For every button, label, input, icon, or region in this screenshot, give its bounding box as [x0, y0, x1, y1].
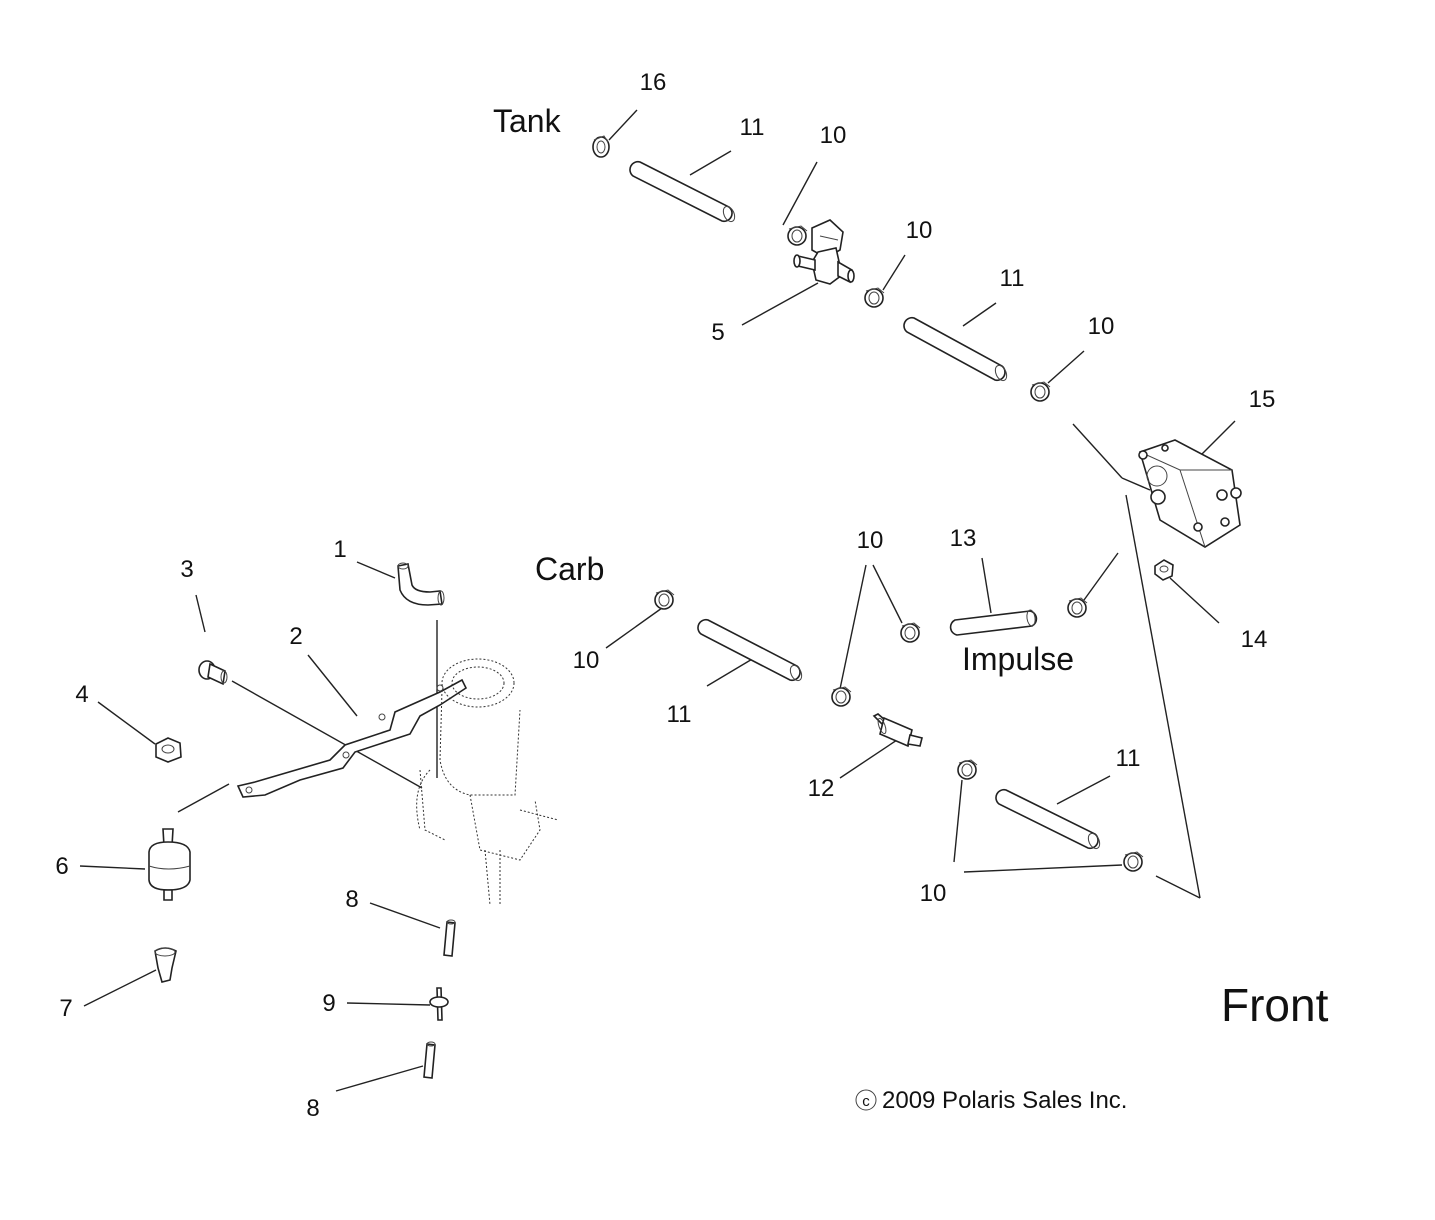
part-12-fuel-filter	[872, 713, 923, 748]
part-14-nut	[1154, 559, 1174, 581]
callout-10-valve: 10	[906, 217, 933, 244]
callout-11-carb: 11	[667, 701, 692, 728]
part-4-nut	[155, 737, 182, 763]
callout-7: 7	[59, 995, 72, 1022]
part-11-hose-mid	[903, 316, 1008, 382]
callout-10-pump: 10	[1088, 313, 1115, 340]
part-11-hose-front	[995, 788, 1101, 850]
callout-10-top: 10	[820, 122, 847, 149]
carburetor-ghost	[416, 658, 559, 906]
callout-2: 2	[289, 623, 302, 650]
callout-14: 14	[1241, 626, 1268, 653]
callout-13: 13	[950, 525, 977, 552]
part-10-clamp-impulse-pump	[1067, 597, 1088, 618]
part-11-hose-carb	[697, 618, 803, 682]
part-8-pin-upper	[443, 919, 456, 957]
callout-11-front: 11	[1116, 745, 1141, 772]
carb-label: Carb	[535, 551, 604, 587]
part-3-bolt	[198, 660, 228, 686]
part-7-grommet	[154, 947, 177, 983]
part-10-clamp-front-right	[1123, 851, 1144, 872]
part-16-clamp	[592, 135, 610, 158]
part-10-clamp-filter	[831, 686, 852, 707]
callout-3: 3	[180, 556, 193, 583]
callout-5: 5	[711, 319, 724, 346]
copyright-circle	[855, 1089, 877, 1111]
part-6-rubber-mount	[148, 828, 191, 901]
part-10-clamp-top	[787, 225, 808, 246]
callout-8-lower: 8	[306, 1095, 319, 1122]
part-10-clamp-carb	[654, 589, 675, 610]
tank-label: Tank	[493, 103, 562, 139]
part-8-pin-lower	[423, 1041, 436, 1079]
callout-16: 16	[640, 69, 667, 96]
copyright-text: 2009 Polaris Sales Inc.	[882, 1087, 1127, 1114]
callout-11-mid: 11	[1000, 265, 1025, 292]
part-10-clamp-pump	[1030, 381, 1051, 402]
copyright-symbol: c	[862, 1093, 870, 1110]
impulse-label: Impulse	[962, 641, 1074, 677]
callout-10-front: 10	[920, 880, 947, 907]
callout-8-upper: 8	[345, 886, 358, 913]
part-11-hose-top	[629, 160, 736, 223]
callout-15: 15	[1249, 386, 1276, 413]
callout-4: 4	[75, 681, 88, 708]
leader-lines	[79, 109, 1236, 1092]
part-13-impulse-hose	[949, 609, 1038, 636]
part-2-bracket	[236, 678, 468, 798]
callout-10-impulse: 10	[857, 527, 884, 554]
part-9-washer-pin	[429, 987, 449, 1021]
part-15-fuel-pump	[1138, 439, 1242, 548]
part-10-clamp-valve	[864, 287, 885, 308]
callout-1: 1	[333, 536, 346, 563]
front-label: Front	[1221, 979, 1329, 1031]
callout-6: 6	[55, 853, 68, 880]
callout-12: 12	[808, 775, 835, 802]
callout-10-carb: 10	[573, 647, 600, 674]
part-10-clamp-impulse	[900, 622, 921, 643]
part-1-elbow	[397, 562, 445, 606]
callout-9: 9	[322, 990, 335, 1017]
callout-11-top: 11	[740, 114, 765, 141]
copyright: c 2009 Polaris Sales Inc.	[855, 1087, 1127, 1114]
part-10-clamp-front-left	[957, 759, 978, 780]
part-5-fuel-valve	[793, 219, 855, 285]
